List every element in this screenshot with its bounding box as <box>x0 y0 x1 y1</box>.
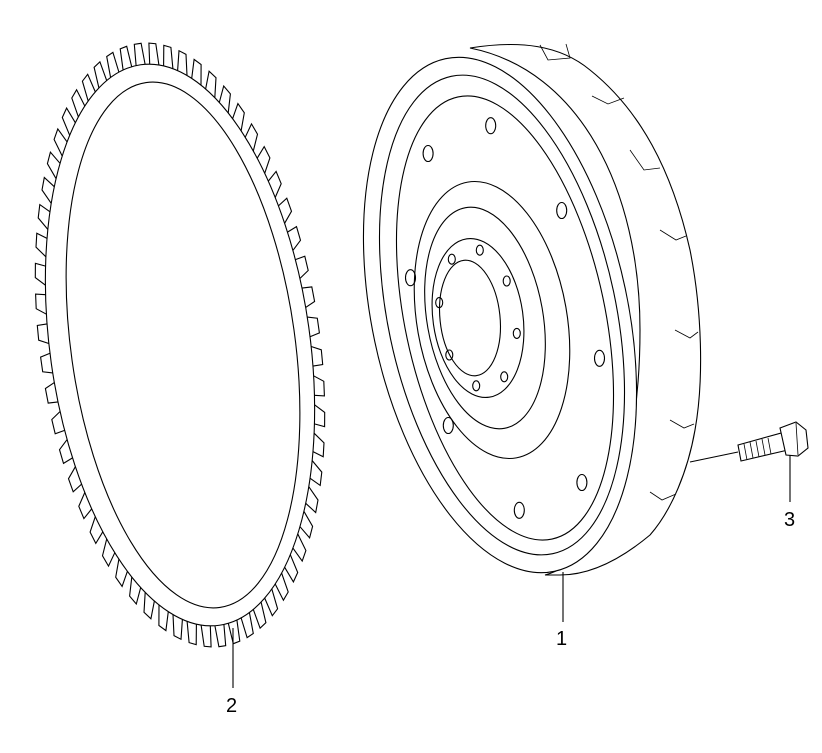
ring-gear-tooth <box>299 511 314 540</box>
ring-gear-tooth <box>264 588 279 617</box>
callout-1-label: 1 <box>556 628 567 650</box>
ring-gear-tooth <box>312 432 325 458</box>
callout-leaders <box>232 451 791 688</box>
flywheel-hole <box>576 473 588 492</box>
ring-gear-tooth <box>177 49 188 76</box>
flywheel-hole <box>475 244 484 256</box>
ring-gear-tooth <box>67 466 82 493</box>
ring-gear-tooth <box>106 51 120 78</box>
ring-gear-tooth <box>158 604 169 632</box>
ring-gear-tooth <box>41 176 55 204</box>
ring-gear-tooth <box>81 73 96 102</box>
ring-gear-tooth <box>133 42 146 66</box>
ring-gear-tooth <box>115 559 128 588</box>
ring-gear-tooth <box>218 84 231 114</box>
ring-gear-tooth <box>227 619 241 645</box>
ring-gear-tooth <box>34 262 46 286</box>
ring-gear-tooth <box>305 486 319 514</box>
flywheel-hole <box>404 269 417 287</box>
ring-gear-tooth <box>129 576 142 606</box>
flywheel-rim-notches <box>539 43 699 501</box>
flywheel-hole <box>485 117 497 135</box>
ring-gear-tooth <box>148 42 160 66</box>
flywheel-hole <box>500 371 509 383</box>
ring-gear-tooth <box>309 460 323 487</box>
ring-gear-tooth <box>274 572 289 602</box>
ring-gear-tooth <box>200 624 212 648</box>
flywheel-hole <box>502 275 511 287</box>
flywheel-hole <box>472 380 481 392</box>
ring-gear-tooth <box>35 293 47 315</box>
ring-gear-outer-edge <box>44 63 316 627</box>
ring-gear-tooth <box>307 316 321 338</box>
bolt-part <box>737 421 809 462</box>
ring-gear-tooth <box>119 45 133 71</box>
ring-gear-tooth <box>37 203 51 230</box>
callout-2-label: 2 <box>226 695 237 717</box>
ring-gear-tooth <box>311 345 324 367</box>
ring-gear-tooth <box>39 352 53 374</box>
ring-gear-part <box>34 42 326 648</box>
ring-gear-tooth <box>172 614 183 641</box>
leader-bolt-axis <box>689 451 739 463</box>
flywheel-mounting-holes <box>404 117 606 519</box>
ring-gear-tooth <box>163 44 174 69</box>
flywheel-hole <box>422 144 434 163</box>
ring-gear-tooth <box>214 624 227 648</box>
flywheel-hub-ring-2 <box>424 206 546 430</box>
ring-gear-tooth <box>232 102 245 131</box>
flywheel-hole <box>435 297 444 309</box>
ring-gear-tooth <box>267 170 282 198</box>
ring-gear-tooth <box>35 232 48 258</box>
flywheel-hub-ring-1 <box>413 180 571 460</box>
bolt-head <box>779 421 809 457</box>
ring-gear-tooth <box>244 122 259 152</box>
ring-gear-teeth <box>34 42 326 648</box>
callout-3-label: 3 <box>784 509 795 531</box>
ring-gear-tooth <box>313 375 325 397</box>
flywheel-rear-rim <box>469 43 702 576</box>
flywheel-hole <box>512 327 521 339</box>
ring-gear-tooth <box>46 150 61 179</box>
ring-gear-tooth <box>53 127 68 157</box>
ring-gear-tooth <box>89 516 104 545</box>
ring-gear-tooth <box>278 197 293 224</box>
ring-gear-tooth <box>256 145 271 174</box>
ring-gear-tooth <box>93 60 108 89</box>
bolt-thread-lines <box>743 437 772 461</box>
flywheel-face-ring-1 <box>378 74 626 556</box>
ring-gear-tooth <box>191 58 202 86</box>
flywheel-hub-ring-3 <box>431 237 525 399</box>
ring-gear-tooth <box>240 612 254 639</box>
ring-gear-tooth <box>78 492 93 520</box>
ring-gear-inner-edge <box>65 81 301 609</box>
ring-gear-tooth <box>287 225 302 251</box>
flywheel-face-ring-2 <box>395 95 615 541</box>
flywheel-hole <box>556 201 568 220</box>
flywheel-hole <box>447 253 456 265</box>
flywheel-hole <box>442 416 454 435</box>
ring-gear-tooth <box>58 439 73 465</box>
flywheel-part <box>362 43 702 576</box>
ring-gear-tooth <box>292 533 307 563</box>
flywheel-center-bore <box>439 259 501 377</box>
flywheel-hole <box>593 349 606 367</box>
ring-gear-tooth <box>101 538 116 568</box>
ring-gear-tooth <box>36 323 49 345</box>
flywheel-hole <box>445 349 454 361</box>
ring-gear-tooth <box>186 621 197 646</box>
ring-gear-tooth <box>71 88 86 118</box>
flywheel-hole <box>513 501 525 519</box>
ring-gear-tooth <box>314 404 326 428</box>
ring-gear-tooth <box>252 601 267 630</box>
